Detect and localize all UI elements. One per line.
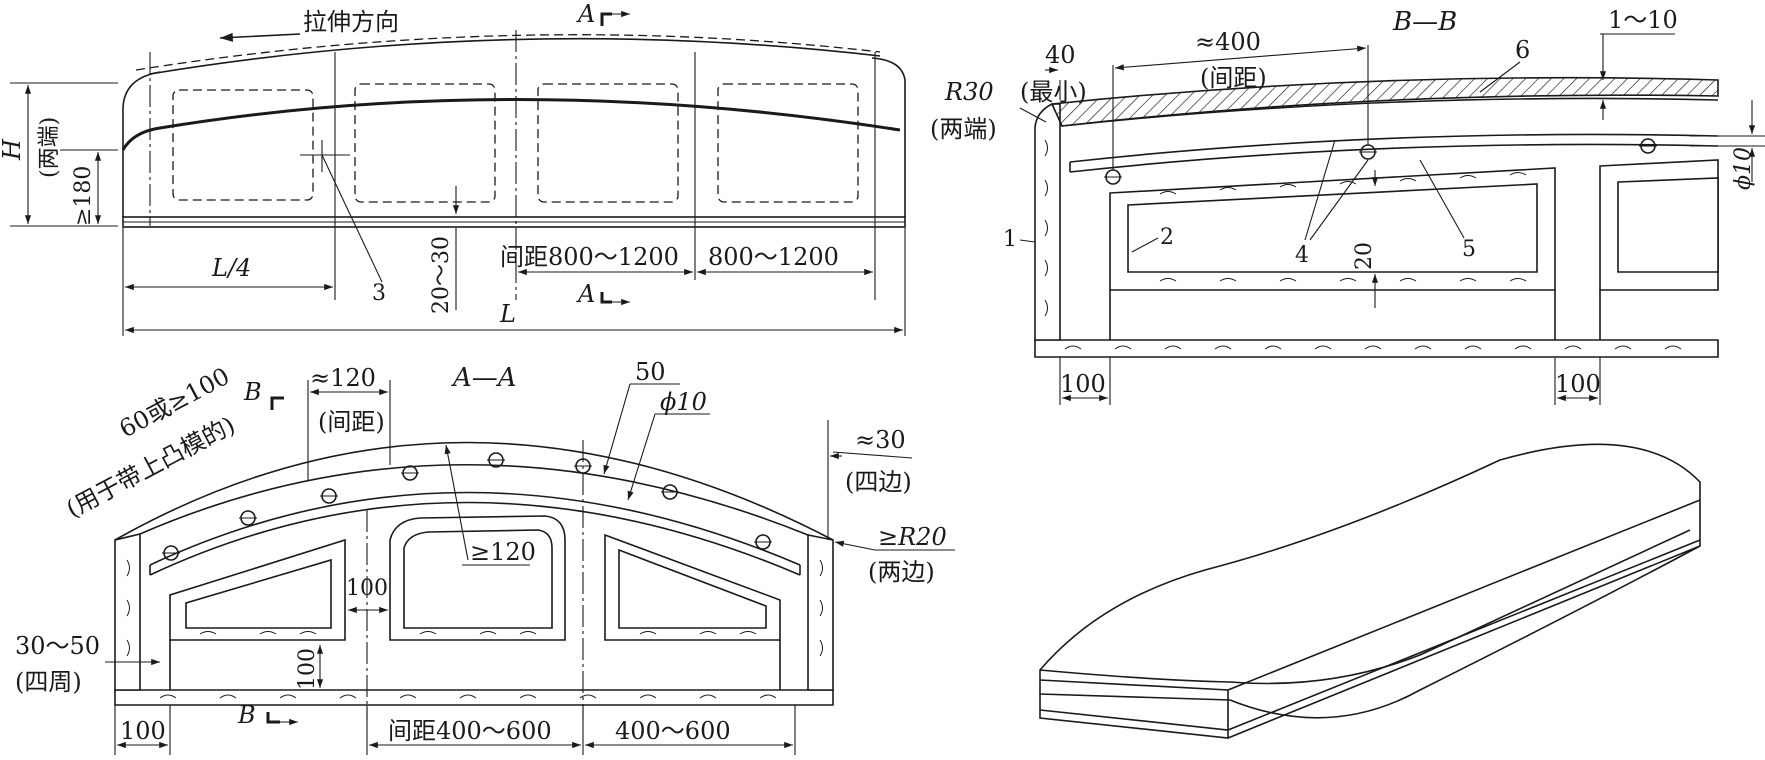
plaster-layer (1050, 76, 1719, 127)
draw-direction-label: 拉伸方向 (303, 8, 399, 36)
dim-100-mid: 100 (346, 576, 388, 601)
spacing-aa-2: 400～600 (615, 717, 731, 745)
section-bb: B—B 40 (最小) (930, 6, 1765, 405)
phi10-label: ϕ10 (1731, 147, 1756, 190)
overall-length: L (499, 300, 516, 328)
top-surface (149, 37, 881, 75)
spacing-dim: 间距800～1200 (500, 243, 679, 271)
section-mark-a-top: A (576, 0, 595, 28)
callout-4: 4 (1295, 243, 1309, 268)
cross-section-curve (121, 98, 901, 151)
dim-120-note: (间距) (318, 408, 385, 436)
callout-1: 1 (1003, 227, 1017, 252)
dim-30-50-note: (四周) (15, 668, 82, 696)
callout-5: 5 (1462, 237, 1476, 262)
dim-30-note: (四边) (845, 468, 912, 496)
isometric-view (1039, 443, 1701, 739)
dim-100-right: 100 (1555, 370, 1601, 398)
r30-label: R30 (944, 78, 994, 106)
dim-120: ≈120 (310, 364, 376, 392)
phi10-aa: ϕ10 (660, 388, 707, 416)
spacing-aa: 间距400～600 (388, 717, 552, 745)
r30-note: (两端) (930, 115, 997, 143)
dim-30-50: 30～50 (15, 632, 100, 660)
spacing-dim-2: 800～1200 (708, 243, 839, 271)
section-aa: A—A (15, 358, 955, 755)
dim-400-note: (间距) (1200, 64, 1267, 92)
dim-50: 50 (635, 358, 666, 386)
section-aa-title: A—A (451, 363, 517, 393)
h-min: ≥180 (71, 166, 96, 226)
callout-6: 6 (1515, 36, 1530, 64)
dim-100-vertical: 100 (295, 648, 320, 690)
gap-dim: 20～30 (429, 236, 454, 314)
dim-40: 40 (1045, 41, 1076, 69)
dim-40-note: (最小) (1020, 78, 1087, 106)
section-mark-a-bottom: A (576, 280, 595, 308)
arch-outer (114, 441, 834, 541)
section-mark-b-top: B (243, 378, 262, 406)
callout-2: 2 (1160, 225, 1174, 250)
callout-3: 3 (372, 281, 386, 306)
h-label: H (0, 138, 26, 161)
dim-30: ≈30 (855, 426, 906, 454)
dim-20: 20 (1352, 242, 1377, 270)
quarter-length: L/4 (211, 254, 251, 282)
dim-400: ≈400 (1195, 28, 1261, 56)
dim-1-10: 1～10 (1608, 6, 1678, 34)
r20-note: (两边) (868, 558, 935, 586)
dim-100-bottom: 100 (120, 717, 166, 745)
dim-100-left: 100 (1060, 370, 1106, 398)
dim-120-min: ≥120 (470, 538, 536, 566)
section-mark-b-bottom: B (237, 701, 256, 729)
h-note: (两端) (37, 117, 62, 178)
r20-label: ≥R20 (878, 523, 947, 551)
section-bb-title: B—B (1392, 7, 1457, 37)
front-view: 拉伸方向 A A H (两端) ≥180 20～30 L/4 3 间距800～1… (0, 0, 906, 336)
iso-top-surface (1039, 443, 1701, 719)
